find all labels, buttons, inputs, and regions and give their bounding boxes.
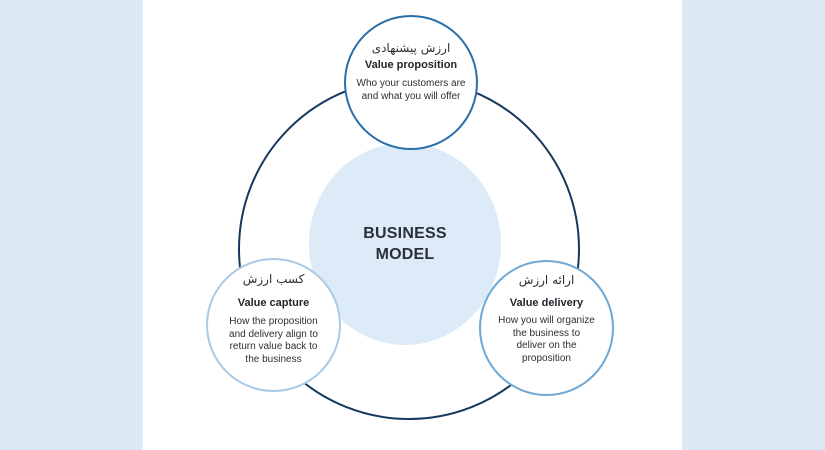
node-value-delivery: ارائه ارزش Value delivery How you will o… xyxy=(479,260,614,396)
node-description: How you will organize the business to de… xyxy=(498,315,595,364)
node-value-proposition: ارزش پیشنهادی Value proposition Who your… xyxy=(344,15,478,150)
node-title-en: Value proposition xyxy=(364,59,458,71)
node-title-en: Value capture xyxy=(237,297,310,309)
node-title-fa: ارزش پیشنهادی xyxy=(371,41,451,55)
node-title-en: Value delivery xyxy=(509,297,584,309)
node-description: How the proposition and delivery align t… xyxy=(229,316,318,365)
node-description: Who your customers are and what you will… xyxy=(356,78,466,102)
node-value-capture: کسب ارزش Value capture How the propositi… xyxy=(206,258,341,392)
node-title-fa: ارائه ارزش xyxy=(518,273,575,287)
node-title-fa: کسب ارزش xyxy=(242,272,305,286)
center-title: BUSINESS MODEL xyxy=(363,225,447,263)
center-circle: BUSINESS MODEL xyxy=(309,143,501,345)
